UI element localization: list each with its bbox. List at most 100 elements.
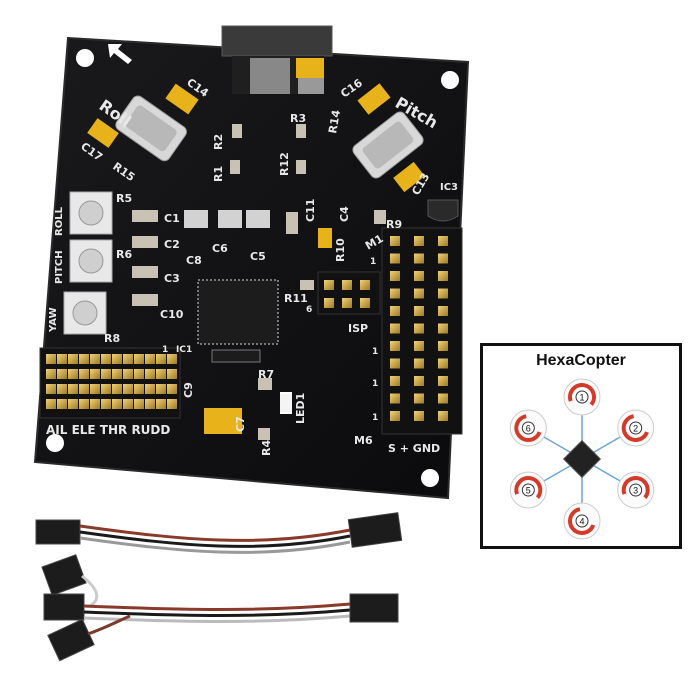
silk-ic1: IC1 [176,345,192,355]
header-pin [438,271,448,281]
header-pin [57,369,67,379]
rotation-arrow-icon [514,414,542,442]
header-pin [438,253,448,264]
header-pin [68,399,78,409]
header-pin [123,399,133,409]
header-pin [79,399,89,409]
motor-4: 4 [563,502,601,540]
header-pin [438,393,448,404]
silk-r6: R6 [116,248,132,261]
header-pin [438,323,448,334]
trim-potentiometers [63,191,113,335]
header-pin [414,271,424,281]
header-pin [123,369,133,379]
silk-pin-1: 1 [162,345,168,355]
silk-c4: C4 [338,206,351,222]
silk-header-bottom: S + GND [388,442,440,455]
silk-pot-yaw: YAW [48,307,59,333]
top-connector [221,25,333,94]
ic3-regulator [427,199,459,222]
header-pin [101,384,111,394]
silk-pin-1: 1 [372,379,378,389]
header-pin [123,354,133,364]
led-indicator [280,394,292,412]
header-pin [342,280,352,290]
silk-r5: R5 [116,192,132,205]
header-pin [438,358,448,369]
header-pin [90,384,100,394]
header-pin [438,341,448,351]
header-pin [167,384,177,394]
motor-3: 3 [617,471,655,509]
header-pin [134,369,144,379]
silk-r10: R10 [334,238,347,262]
silk-r14: R14 [326,109,343,135]
silk-r2: R2 [212,134,225,150]
header-pin [145,384,155,394]
silk-r4: R4 [260,440,273,456]
header-pin [360,280,370,290]
header-pin [414,306,424,316]
silk-c1: C1 [164,212,180,225]
motor-number: 3 [633,486,638,496]
header-pin [156,354,166,364]
servo-cable-top [35,512,403,554]
header-pin [156,384,166,394]
header-pin [414,358,424,369]
mounting-hole [76,49,94,67]
header-pin [68,354,78,364]
header-pin [46,369,56,379]
header-pin [324,298,334,308]
motor-6: 6 [509,409,547,447]
header-pin [390,288,400,299]
header-pin [46,399,56,409]
header-pin [342,298,352,308]
header-pin [414,411,424,421]
silk-r9: R9 [386,218,402,231]
header-pin [167,399,177,409]
silk-c5: C5 [250,250,266,263]
roll-gyro [115,95,187,162]
rotation-arrow-icon [568,383,596,406]
silk-c7: C7 [234,416,247,432]
motor-1: 1 [563,378,601,416]
motor-number: 6 [526,424,531,434]
header-pin [167,354,177,364]
header-pin [156,369,166,379]
header-pin [134,399,144,409]
main-microcontroller [197,279,279,363]
header-pin [390,236,400,246]
header-pin [57,399,67,409]
silk-pot-pitch: PITCH [54,250,65,284]
pitch-gyro [352,111,424,179]
tantalum-capacitors [87,83,425,434]
header-pin [134,354,144,364]
header-pin [390,376,400,386]
silk-pin-6: 6 [306,305,312,315]
header-pin [360,298,370,308]
header-pin [79,384,89,394]
silk-led1: LED1 [294,393,307,424]
isp-pins [324,280,370,308]
header-pin [79,354,89,364]
rotation-arrow-icon [568,507,596,535]
silk-r11: R11 [284,292,308,305]
inset-title: HexaCopter [536,352,626,369]
header-pin [390,306,400,316]
header-pin [145,354,155,364]
silk-m6: M6 [354,434,373,447]
motor-number: 2 [633,424,638,434]
motor-number: 5 [526,486,531,496]
header-pin [390,323,400,334]
header-pin [156,399,166,409]
mounting-hole [421,469,439,487]
silk-c3: C3 [164,272,180,285]
header-pin [390,358,400,369]
header-pin [90,354,100,364]
header-pin [414,341,424,351]
header-pin [90,369,100,379]
motor-5: 5 [509,471,547,509]
header-pin [68,369,78,379]
header-pin [112,354,122,364]
